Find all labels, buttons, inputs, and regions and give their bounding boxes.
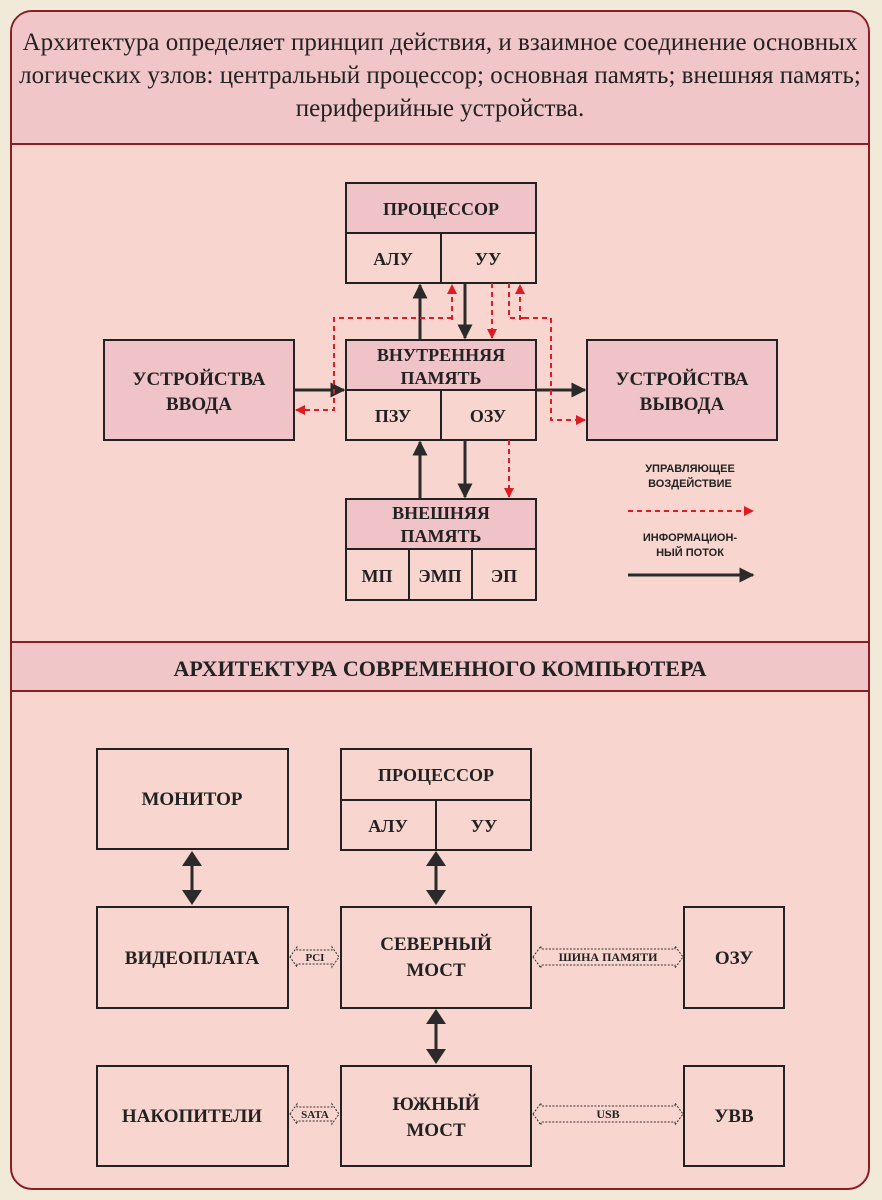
memory-bus-label: ШИНА ПАМЯТИ	[559, 950, 659, 964]
legend-control-label-1: УПРАВЛЯЮЩЕЕ	[645, 463, 735, 475]
north-bridge-label-2: МОСТ	[406, 960, 466, 981]
interface-buses	[289, 944, 684, 1127]
output-devices-block	[586, 339, 778, 441]
alu2-label: АЛУ	[368, 816, 408, 836]
legend-control-label-2: ВОЗДЕЙСТВИЕ	[648, 477, 732, 490]
output-devices-label-2: ВЫВОДА	[640, 394, 725, 415]
output-devices-label-1: УСТРОЙСТВА	[616, 368, 749, 390]
monitor-block	[96, 748, 289, 850]
section-band: АРХИТЕКТУРА СОВРЕМЕННОГО КОМПЬЮТЕРА	[12, 641, 868, 692]
internal-memory-label-2: ПАМЯТЬ	[401, 368, 482, 388]
alu-label: АЛУ	[373, 249, 413, 269]
cu2-label: УУ	[471, 816, 497, 836]
north-bridge-block	[340, 906, 532, 1009]
monitor-label: МОНИТОР	[141, 789, 242, 810]
pci-bus	[289, 945, 340, 969]
bus-double-arrows	[190, 862, 438, 1053]
processor-header	[345, 182, 537, 234]
sata-bus	[289, 1102, 340, 1126]
ep-label: ЭП	[491, 566, 517, 586]
section-title: АРХИТЕКТУРА СОВРЕМЕННОГО КОМПЬЮТЕРА	[173, 656, 707, 681]
external-memory-header	[345, 498, 537, 550]
io-label: УВВ	[714, 1106, 754, 1127]
south-bridge-block	[340, 1065, 532, 1167]
south-bridge-label-1: ЮЖНЫЙ	[392, 1093, 479, 1115]
usb-label: USB	[596, 1107, 619, 1121]
videocard-block	[96, 906, 289, 1009]
classic-architecture-diagram: ПРОЦЕССОР АЛУ УУ ВНУТРЕННЯЯ ПАМЯТЬ ПЗУ О…	[103, 182, 778, 601]
internal-memory-header	[345, 339, 537, 391]
emp-label: ЭМП	[418, 566, 461, 586]
arrow-heads	[182, 851, 446, 1064]
processor-label: ПРОЦЕССОР	[383, 199, 499, 219]
cu-label: УУ	[475, 249, 501, 269]
sata-label: SATA	[301, 1109, 329, 1121]
usb-bus	[532, 1101, 684, 1127]
modern-architecture-diagram: МОНИТОР ПРОЦЕССОР АЛУ УУ ВИДЕОПЛАТА СЕВЕ…	[96, 748, 785, 1167]
storage-block	[96, 1065, 289, 1167]
ram2-block	[683, 906, 785, 1009]
external-memory-label-2: ПАМЯТЬ	[401, 526, 482, 546]
processor2-label: ПРОЦЕССОР	[378, 765, 494, 785]
input-devices-label-1: УСТРОЙСТВА	[133, 368, 266, 390]
external-memory-label-1: ВНЕШНЯЯ	[392, 503, 490, 523]
legend-info-label-2: НЫЙ ПОТОК	[656, 546, 724, 559]
ram2-label: ОЗУ	[715, 948, 753, 969]
storage-label: НАКОПИТЕЛИ	[122, 1106, 262, 1127]
rom-label: ПЗУ	[375, 406, 411, 426]
memory-bus	[532, 944, 684, 970]
io-block	[683, 1065, 785, 1167]
control-arrows	[295, 283, 586, 498]
info-flow-arrows	[294, 283, 587, 499]
north-bridge-label-1: СЕВЕРНЫЙ	[380, 933, 492, 955]
videocard-label: ВИДЕОПЛАТА	[125, 948, 260, 969]
intro-band: Архитектура определяет принцип действия,…	[12, 12, 868, 145]
mp-label: МП	[362, 566, 393, 586]
pci-label: PCI	[306, 952, 325, 964]
input-devices-block	[103, 339, 295, 441]
legend-info-label-1: ИНФОРМАЦИОН-	[643, 532, 738, 544]
intro-text: Архитектура определяет принцип действия,…	[19, 29, 861, 122]
south-bridge-label-2: МОСТ	[406, 1120, 466, 1141]
input-devices-label-2: ВВОДА	[166, 394, 232, 415]
internal-memory-label-1: ВНУТРЕННЯЯ	[377, 345, 505, 365]
ram-label: ОЗУ	[470, 406, 506, 426]
